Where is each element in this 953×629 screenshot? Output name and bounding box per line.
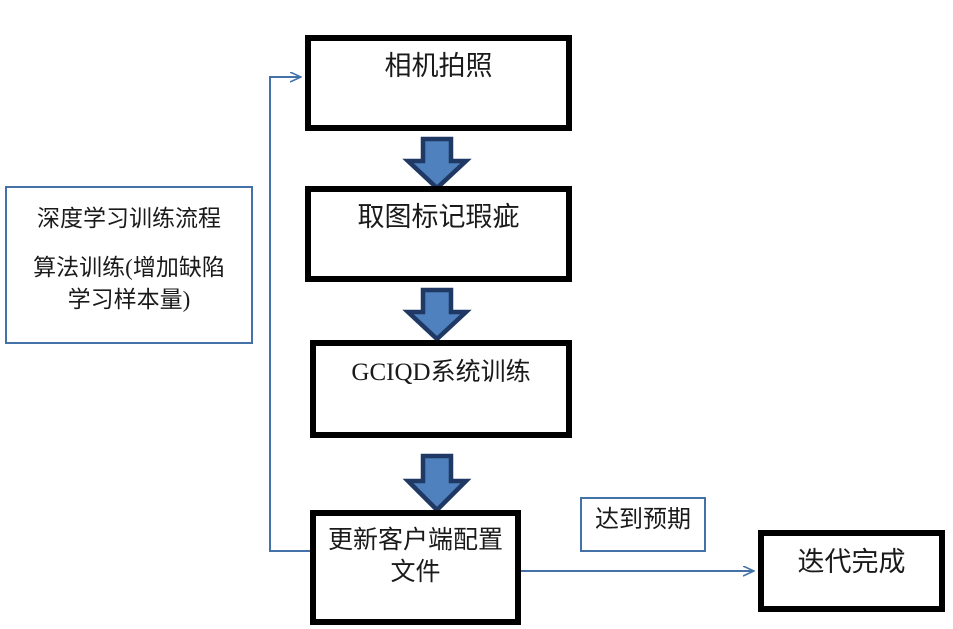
update-client-config-file-line-1: 更新客户端配置 <box>327 527 503 554</box>
update-client-config-file-line-2: 文件 <box>390 559 441 586</box>
label-defects[interactable]: 取图标记瑕疵 <box>305 186 572 282</box>
label-defects-label: 取图标记瑕疵 <box>357 202 520 232</box>
camera-capture[interactable]: 相机拍照 <box>305 35 572 131</box>
gciqd-system-training-label: GCIQD系统训练 <box>351 359 531 386</box>
arrow-camera-to-label <box>402 136 472 192</box>
deep-learning-training-panel-line-2: 算法训练(增加缺陷 <box>33 255 225 280</box>
update-client-config-file[interactable]: 更新客户端配置 文件 <box>310 510 521 625</box>
meets-expectation-label: 达到预期 <box>580 497 706 552</box>
arrow-feedback-loop <box>269 77 310 552</box>
deep-learning-training-panel: 深度学习训练流程 算法训练(增加缺陷 学习样本量) <box>5 186 253 344</box>
meets-expectation-text: 达到预期 <box>595 507 691 533</box>
iteration-complete-label: 迭代完成 <box>797 547 906 577</box>
deep-learning-training-panel-line-1: 深度学习训练流程 <box>37 206 221 231</box>
iteration-complete[interactable]: 迭代完成 <box>758 530 945 612</box>
camera-capture-label: 相机拍照 <box>384 51 493 81</box>
arrow-label-to-gciqd <box>402 287 472 343</box>
arrow-gciqd-to-update <box>402 453 472 514</box>
gciqd-system-training[interactable]: GCIQD系统训练 <box>310 340 572 438</box>
deep-learning-training-panel-line-3: 学习样本量) <box>67 287 191 312</box>
